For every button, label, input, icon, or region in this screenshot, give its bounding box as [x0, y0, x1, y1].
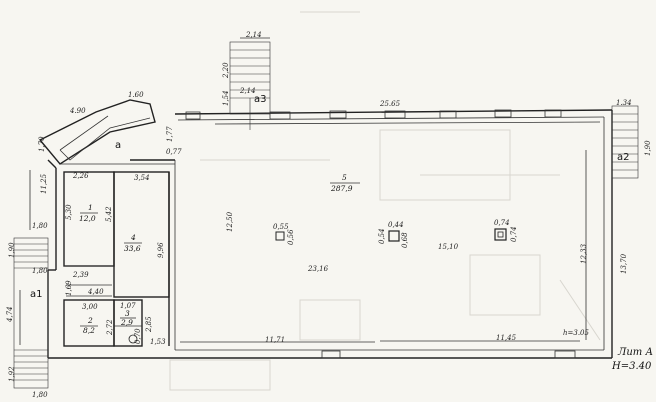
svg-text:2,14: 2,14	[245, 31, 262, 39]
svg-text:12,33: 12,33	[580, 243, 588, 264]
columns	[275, 228, 507, 242]
svg-text:1,69: 1,69	[65, 280, 73, 296]
top-windows	[185, 109, 562, 120]
svg-text:1,90: 1,90	[8, 242, 16, 258]
bottom-windows	[321, 350, 576, 359]
svg-text:0,54: 0,54	[378, 228, 386, 244]
svg-text:1,54: 1,54	[222, 90, 230, 106]
svg-text:1,80: 1,80	[32, 267, 48, 275]
svg-text:2,85: 2,85	[145, 316, 153, 333]
svg-text:25.65: 25.65	[379, 100, 401, 108]
column-1	[275, 231, 285, 241]
room-3: 3 2,9	[120, 309, 136, 327]
svg-text:4,74: 4,74	[6, 306, 14, 323]
svg-text:33,6: 33,6	[124, 244, 141, 253]
svg-text:1.34: 1.34	[616, 99, 632, 107]
svg-text:0,74: 0,74	[494, 219, 510, 227]
svg-text:0,56: 0,56	[287, 229, 295, 245]
svg-text:2,26: 2,26	[72, 172, 89, 180]
svg-text:1,77: 1,77	[166, 126, 174, 142]
svg-text:1,92: 1,92	[8, 366, 16, 382]
svg-text:287,9: 287,9	[330, 184, 353, 193]
dimension-lines	[19, 37, 601, 345]
entrance-a: а	[115, 140, 121, 151]
svg-text:1,07: 1,07	[120, 302, 136, 310]
entrance-a1: а1	[30, 289, 43, 300]
svg-text:23,16: 23,16	[307, 265, 329, 273]
room-4: 4 33,6	[124, 233, 142, 253]
svg-text:0,70: 0,70	[134, 328, 142, 344]
toilet-fixture	[128, 334, 138, 344]
svg-text:0,74: 0,74	[510, 226, 518, 242]
svg-text:1: 1	[88, 203, 93, 212]
svg-text:5,30: 5,30	[65, 204, 73, 220]
dimension-labels: 1.60 4.90 2,14 2,14 25.65 1.34 0,77 2,26…	[32, 31, 632, 399]
svg-text:1,90: 1,90	[644, 140, 652, 156]
svg-text:11,71: 11,71	[265, 336, 285, 344]
svg-text:4.90: 4.90	[69, 107, 86, 115]
svg-text:2,72: 2,72	[106, 319, 114, 336]
svg-text:13,70: 13,70	[620, 253, 628, 274]
svg-text:0,68: 0,68	[401, 232, 409, 248]
svg-text:0,77: 0,77	[166, 148, 182, 156]
svg-text:3,54: 3,54	[134, 174, 150, 182]
svg-text:2,20: 2,20	[222, 62, 230, 79]
svg-text:5: 5	[342, 173, 347, 182]
svg-text:9,96: 9,96	[157, 242, 165, 258]
svg-text:15,10: 15,10	[438, 243, 459, 251]
svg-text:0,55: 0,55	[273, 223, 289, 231]
svg-text:11,45: 11,45	[496, 334, 517, 342]
stairs	[13, 41, 639, 389]
svg-text:11,25: 11,25	[40, 173, 48, 194]
height-label: H=3.40	[611, 361, 652, 372]
lit-label: Лит А	[617, 347, 653, 358]
svg-text:3,00: 3,00	[82, 303, 98, 311]
svg-text:1,80: 1,80	[32, 222, 48, 230]
svg-text:2,9: 2,9	[120, 318, 133, 327]
svg-text:5,42: 5,42	[105, 206, 113, 222]
svg-text:1,53: 1,53	[150, 338, 166, 346]
svg-text:12,0: 12,0	[79, 214, 96, 223]
svg-text:12,50: 12,50	[226, 211, 234, 232]
svg-text:2: 2	[87, 316, 93, 325]
entrance-a3: а3	[254, 94, 267, 105]
svg-text:1,70: 1,70	[38, 136, 46, 152]
svg-text:0,44: 0,44	[388, 221, 404, 229]
svg-text:4,40: 4,40	[87, 288, 104, 296]
ceiling-height-label: h=3.05	[563, 329, 590, 337]
background-traces	[169, 11, 601, 391]
column-3	[494, 228, 507, 241]
svg-text:1,80: 1,80	[32, 391, 48, 399]
dimension-labels-vertical: 1,70 2,20 1,54 1,90 1,77 11,25 5,30 5,42…	[6, 62, 652, 382]
column-2	[388, 230, 400, 242]
room-2: 2 8,2	[80, 316, 98, 335]
svg-text:2,14: 2,14	[239, 87, 256, 95]
svg-text:4: 4	[130, 233, 136, 242]
entrance-a2: а2	[617, 152, 630, 163]
svg-text:1.60: 1.60	[128, 91, 144, 99]
room-1: 1 12,0	[79, 203, 98, 223]
room-5: 5 287,9	[330, 173, 360, 193]
svg-text:3: 3	[125, 309, 130, 318]
interior-walls	[60, 159, 176, 350]
svg-text:2,39: 2,39	[72, 271, 89, 279]
svg-text:8,2: 8,2	[83, 326, 95, 335]
